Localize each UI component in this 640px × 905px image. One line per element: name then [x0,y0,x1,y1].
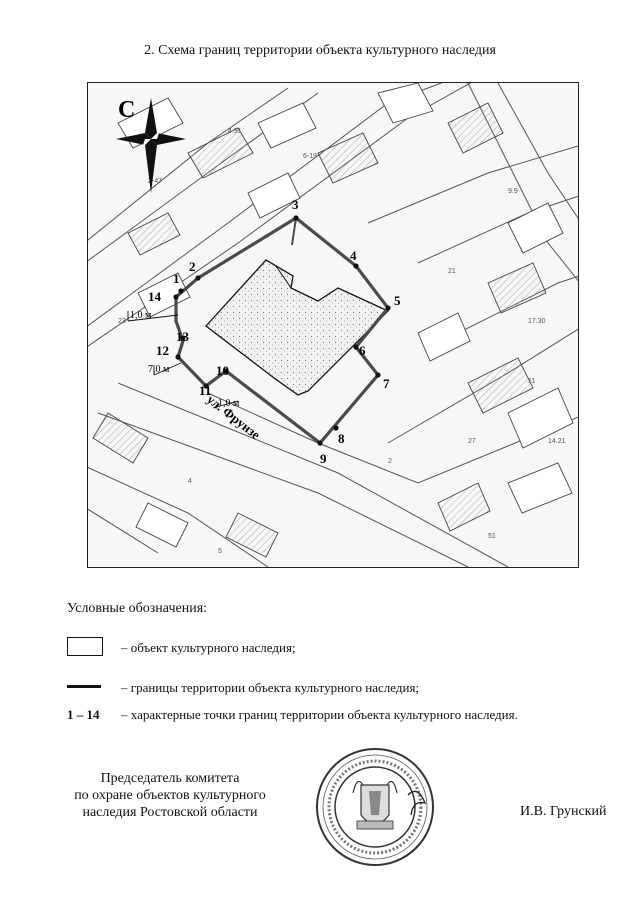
point-marker-10 [223,368,229,374]
legend-points-text: – характерные точки границ территории об… [121,707,518,722]
legend-boundary-text: – границы территории объекта культурного… [121,680,420,695]
svg-text:5: 5 [218,548,222,555]
dimension-label-middle: 7,0 м [148,364,170,375]
svg-text:17.30: 17.30 [528,318,546,325]
point-label-2: 2 [189,259,196,274]
signer-title: Председатель комитета по охране объектов… [40,770,300,821]
point-marker-11 [203,383,209,389]
svg-text:11: 11 [528,378,535,385]
svg-text:2: 2 [388,458,392,465]
svg-text:2-47: 2-47 [148,178,162,185]
point-label-3: 3 [292,197,299,212]
point-label-14: 14 [148,289,162,304]
svg-text:27: 27 [468,438,476,445]
page-title: 2. Схема границ территории объекта культ… [144,43,496,58]
point-marker-7 [375,372,381,378]
point-label-10: 10 [216,363,229,378]
background-cadastral [88,83,578,567]
point-marker-5 [385,305,391,311]
point-label-9: 9 [320,451,327,466]
signer-title-line: наследия Ростовской области [82,805,258,820]
point-marker-6 [353,344,359,350]
dimension-label-top: 1,0 м [130,310,152,321]
point-label-4: 4 [350,248,357,263]
signer-name: И.В. Грунский [520,804,607,819]
svg-text:6-19: 6-19 [303,153,317,160]
point-markers [173,215,391,446]
svg-text:21: 21 [448,268,456,275]
territory-boundary [174,216,391,446]
point-label-11: 11 [199,383,211,398]
north-label: С [118,97,135,123]
dimension-label-bottom: 1,0 м [218,398,240,409]
point-marker-4 [353,263,359,269]
point-label-5: 5 [394,293,401,308]
background-buildings [92,83,574,558]
svg-text:23: 23 [118,318,126,325]
svg-text:4.91: 4.91 [228,128,242,135]
svg-text:51: 51 [488,533,496,540]
heritage-object [205,259,390,396]
point-label-12: 12 [156,343,169,358]
map-canvas: 4.91 6-19 2-47 9.9 21 17.30 11 27 2 4 5 … [88,83,578,567]
point-label-1: 1 [173,271,180,286]
legend-points-range: 1 – 14 [67,707,100,722]
point-marker-13 [180,335,186,341]
point-marker-9 [317,440,323,446]
svg-text:14.21: 14.21 [548,438,566,445]
compass-rose-icon [116,98,186,193]
signer-title-line: Председатель комитета [100,771,240,786]
legend-heading: Условные обозначения: [67,601,208,616]
official-seal-icon [316,748,434,866]
legend-boundary-symbol [67,685,101,688]
point-marker-12 [175,354,181,360]
territory-map: 4.91 6-19 2-47 9.9 21 17.30 11 27 2 4 5 … [87,82,579,568]
point-marker-3 [293,215,299,221]
point-label-8: 8 [338,431,345,446]
legend-heritage-object-symbol [67,637,103,656]
point-label-13: 13 [176,329,190,344]
point-marker-1 [178,288,184,294]
point-label-6: 6 [359,343,366,358]
point-marker-2 [195,275,201,281]
signer-title-line: по охране объектов культурного [74,788,266,803]
point-marker-14 [173,294,179,300]
svg-text:4: 4 [188,478,192,485]
svg-text:9.9: 9.9 [508,188,518,195]
point-marker-8 [333,425,339,431]
point-label-7: 7 [383,376,390,391]
legend-heritage-object-text: – объект культурного наследия; [121,640,296,655]
background-text-marks: 4.91 6-19 2-47 9.9 21 17.30 11 27 2 4 5 … [118,128,566,555]
